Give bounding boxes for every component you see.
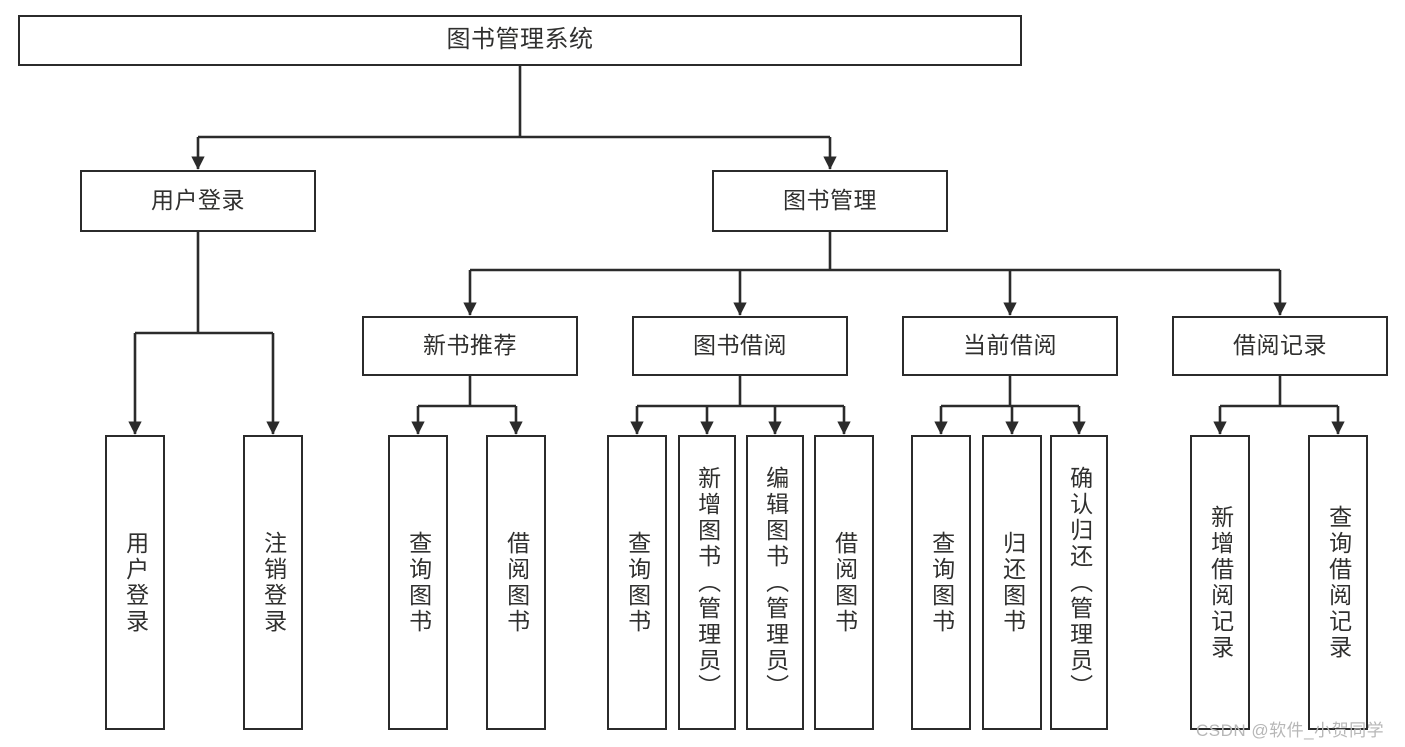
node-query-book-current[interactable]: 查询图书 bbox=[911, 435, 971, 730]
node-label: 查询图书 bbox=[928, 530, 955, 635]
node-label: 查询借阅记录 bbox=[1325, 504, 1352, 661]
node-label: 图书管理系统 bbox=[446, 26, 594, 54]
node-confirm-return-admin[interactable]: 确认归还（管理员） bbox=[1050, 435, 1108, 730]
node-query-book-borrow[interactable]: 查询图书 bbox=[607, 435, 667, 730]
node-label: 借阅图书 bbox=[503, 530, 530, 635]
node-edit-book-admin[interactable]: 编辑图书（管理员） bbox=[746, 435, 804, 730]
node-add-book-admin[interactable]: 新增图书（管理员） bbox=[678, 435, 736, 730]
node-book-manage[interactable]: 图书管理 bbox=[712, 170, 948, 232]
node-label: 新增图书（管理员） bbox=[694, 465, 721, 700]
node-label: 借阅记录 bbox=[1233, 332, 1327, 359]
node-label: 用户登录 bbox=[122, 530, 149, 635]
node-label: 新增借阅记录 bbox=[1207, 504, 1234, 661]
node-label: 图书借阅 bbox=[693, 332, 787, 359]
node-borrow-book-rec[interactable]: 借阅图书 bbox=[486, 435, 546, 730]
node-label: 借阅图书 bbox=[831, 530, 858, 635]
node-new-book-rec[interactable]: 新书推荐 bbox=[362, 316, 578, 376]
node-current-borrow[interactable]: 当前借阅 bbox=[902, 316, 1118, 376]
node-label: 归还图书 bbox=[999, 530, 1026, 635]
node-label: 查询图书 bbox=[405, 530, 432, 635]
node-query-book-rec[interactable]: 查询图书 bbox=[388, 435, 448, 730]
node-label: 用户登录 bbox=[151, 187, 245, 214]
node-logout-action[interactable]: 注销登录 bbox=[243, 435, 303, 730]
node-label: 查询图书 bbox=[624, 530, 651, 635]
node-add-borrow-record[interactable]: 新增借阅记录 bbox=[1190, 435, 1250, 730]
node-return-book[interactable]: 归还图书 bbox=[982, 435, 1042, 730]
node-book-borrow[interactable]: 图书借阅 bbox=[632, 316, 848, 376]
node-label: 注销登录 bbox=[260, 530, 287, 635]
node-label: 编辑图书（管理员） bbox=[762, 465, 789, 700]
node-root-system[interactable]: 图书管理系统 bbox=[18, 15, 1022, 66]
node-query-borrow-record[interactable]: 查询借阅记录 bbox=[1308, 435, 1368, 730]
node-label: 当前借阅 bbox=[963, 332, 1057, 359]
node-borrow-record[interactable]: 借阅记录 bbox=[1172, 316, 1388, 376]
node-borrow-book-action[interactable]: 借阅图书 bbox=[814, 435, 874, 730]
node-label: 确认归还（管理员） bbox=[1066, 465, 1093, 700]
node-label: 新书推荐 bbox=[423, 332, 517, 359]
node-user-login-action[interactable]: 用户登录 bbox=[105, 435, 165, 730]
node-user-login[interactable]: 用户登录 bbox=[80, 170, 316, 232]
node-label: 图书管理 bbox=[783, 187, 877, 214]
